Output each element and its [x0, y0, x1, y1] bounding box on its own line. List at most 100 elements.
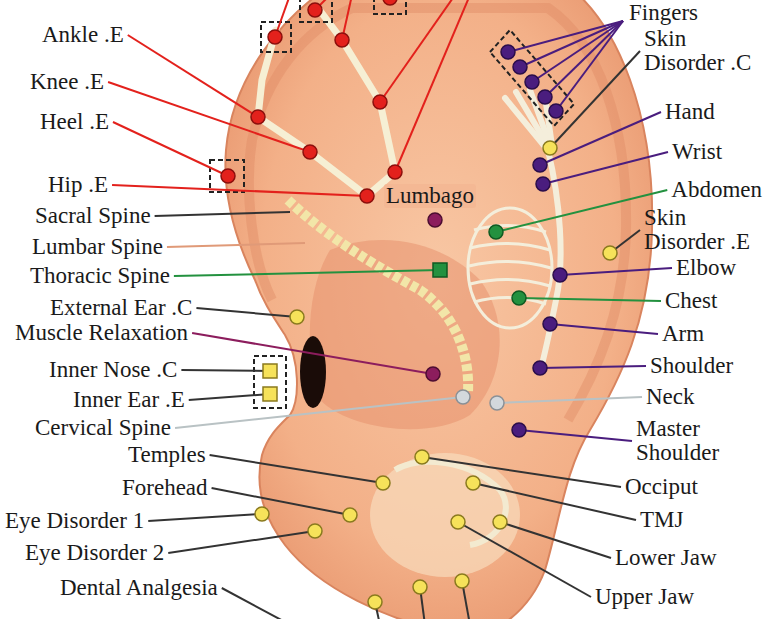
dashed-box [254, 356, 286, 408]
part-label: Upper Jaw [595, 585, 694, 609]
spine [288, 200, 468, 392]
point-dot [536, 177, 550, 191]
part-label: Inner Nose .C [49, 358, 177, 382]
part-label: Hand [665, 100, 715, 124]
part-label: Elbow [676, 256, 736, 280]
dashed-box [210, 160, 244, 192]
dashed-box [261, 22, 291, 52]
point-dot [490, 396, 504, 410]
part-label: Chest [665, 289, 717, 313]
point-dot [428, 213, 442, 227]
leader-line [473, 483, 636, 520]
leader-line [519, 298, 661, 301]
part-label: Ankle .E [42, 23, 124, 47]
point-dot [308, 3, 322, 17]
point-dot [388, 165, 402, 179]
point-dot [413, 580, 427, 594]
part-label: TMJ [640, 508, 683, 532]
leader-line [519, 430, 632, 441]
leader-line [422, 457, 621, 487]
part-label: Muscle Relaxation [15, 321, 188, 345]
rib [470, 243, 550, 250]
point-dot [373, 95, 387, 109]
point-dot [525, 75, 539, 89]
leader-line [520, 21, 623, 67]
point-dot [501, 45, 515, 59]
leader-line [128, 35, 258, 117]
point-dot [343, 508, 357, 522]
leader-line [196, 308, 297, 317]
point-dot [368, 595, 382, 609]
part-label: Abdomen [671, 178, 762, 202]
point-dot [493, 515, 507, 529]
part-label: Occiput [625, 475, 698, 499]
leader-line [380, 0, 455, 102]
dashed-box [490, 30, 574, 126]
jaw-bone [395, 462, 506, 545]
leader-line [192, 333, 433, 374]
point-dot [543, 317, 557, 331]
lobe-skull [370, 453, 520, 577]
concha [310, 240, 500, 429]
leader-line [210, 455, 383, 483]
part-label: Inner Ear .E [73, 388, 185, 412]
rib-outline [468, 208, 552, 328]
part-label: Fingers [627, 1, 700, 25]
point-dot [308, 524, 322, 538]
leader-line [112, 185, 367, 196]
ear-outline [225, 0, 652, 619]
leader-line [148, 514, 262, 521]
leader-line [175, 397, 463, 428]
leader-line [496, 190, 667, 232]
part-label: Skin Disorder .C [644, 27, 762, 75]
leader-line [155, 212, 290, 216]
leader-line [540, 112, 661, 165]
leader-group [108, 0, 672, 619]
leader-line [174, 270, 440, 276]
leader-line [189, 394, 270, 400]
leader-line [113, 122, 228, 176]
point-dot [538, 90, 552, 104]
part-label: Cervical Spine [35, 416, 171, 440]
point-dot [415, 450, 429, 464]
dot-group [221, 0, 617, 609]
part-label: Wrist [672, 140, 722, 164]
leg-bone [318, 8, 395, 196]
leader-line [532, 21, 623, 82]
leg-bones [258, 8, 395, 196]
ribcage [468, 208, 552, 328]
part-label: Skin Disorder .E [644, 206, 762, 254]
point-dot [456, 390, 470, 404]
point-dot [268, 30, 282, 44]
point-square [263, 364, 277, 378]
dashed-boxes [210, 0, 574, 408]
rib [470, 279, 550, 286]
leader-line [497, 397, 642, 403]
leader-line [543, 152, 668, 184]
point-dot [512, 423, 526, 437]
point-dot [376, 476, 390, 490]
part-label: Thoracic Spine [30, 264, 170, 288]
leader-line [212, 488, 350, 515]
point-dot [512, 291, 526, 305]
part-label: Hip .E [48, 173, 108, 197]
point-dot [489, 225, 503, 239]
rib [469, 261, 551, 268]
point-dot [549, 104, 563, 118]
part-label: Eye Disorder 2 [25, 541, 164, 565]
point-dot [221, 169, 235, 183]
point-dot [553, 268, 567, 282]
point-dot [533, 158, 547, 172]
leader-line [222, 588, 300, 619]
point-dot [303, 145, 317, 159]
leader-line [545, 21, 623, 97]
leader-line [540, 366, 646, 368]
point-dot [455, 574, 469, 588]
leader-line [167, 243, 305, 247]
part-label: Eye Disorder 1 [5, 509, 144, 533]
leader-line [550, 324, 658, 334]
part-label: Temples [128, 443, 206, 467]
part-label: Lumbar Spine [32, 235, 163, 259]
